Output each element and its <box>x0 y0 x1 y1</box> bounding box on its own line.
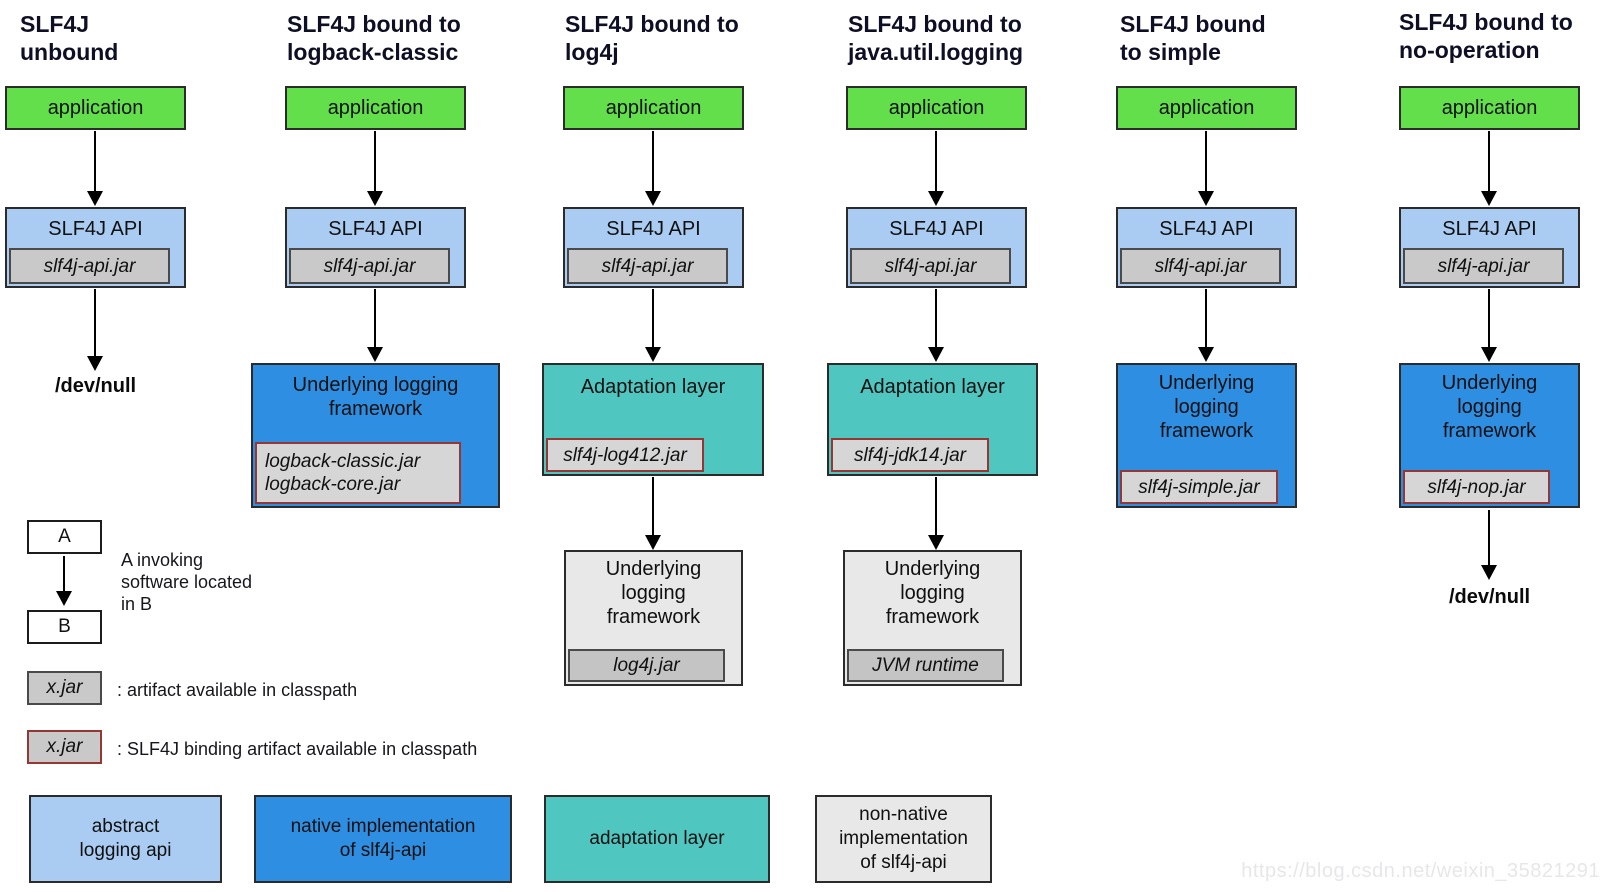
framework-label: Underlying logging framework <box>292 374 459 420</box>
underlying-framework-box: Underlying logging framework slf4j-nop.j… <box>1399 363 1580 508</box>
api-jar-tab: slf4j-api.jar <box>1120 248 1281 284</box>
slf4j-api-label: SLF4J API <box>328 218 423 240</box>
slf4j-api-label: SLF4J API <box>1159 218 1254 240</box>
application-box: application <box>1399 86 1580 130</box>
adaptation-label: Adaptation layer <box>860 376 1005 398</box>
application-box: application <box>846 86 1027 130</box>
api-jar-tab: slf4j-api.jar <box>9 248 170 284</box>
application-label: application <box>327 97 424 119</box>
slf4j-api-label: SLF4J API <box>1442 218 1537 240</box>
slf4j-api-box: SLF4J API slf4j-api.jar <box>563 207 744 288</box>
legend-artifact-caption: : artifact available in classpath <box>117 680 358 700</box>
application-box: application <box>5 86 186 130</box>
watermark-url: https://blog.csdn.net/weixin_35821291 <box>1241 860 1600 882</box>
application-label: application <box>1158 97 1255 119</box>
slf4j-api-box: SLF4J API slf4j-api.jar <box>5 207 186 288</box>
legend-adaptation-layer: adaptation layer <box>544 795 770 883</box>
underlying-framework-box: Underlying logging framework logback-cla… <box>251 363 500 508</box>
down-arrow <box>645 131 661 206</box>
slf4j-api-label: SLF4J API <box>48 218 143 240</box>
slf4j-api-box: SLF4J API slf4j-api.jar <box>846 207 1027 288</box>
application-label: application <box>47 97 144 119</box>
down-arrow <box>87 131 103 206</box>
down-arrow <box>928 477 944 550</box>
dev-null-label: /dev/null <box>54 375 137 397</box>
slf4j-api-label: SLF4J API <box>889 218 984 240</box>
down-arrow <box>56 556 72 606</box>
down-arrow <box>645 477 661 550</box>
application-box: application <box>563 86 744 130</box>
legend-nonnative-implementation: non-native implementation of slf4j-api <box>815 795 992 883</box>
down-arrow <box>645 289 661 362</box>
application-label: application <box>1441 97 1538 119</box>
slf4j-api-box: SLF4J API slf4j-api.jar <box>285 207 466 288</box>
column-title: SLF4J bound to log4j <box>565 11 739 65</box>
legend-abstract-logging-api: abstract logging api <box>29 795 222 883</box>
down-arrow <box>367 131 383 206</box>
framework-label: Underlying logging framework <box>1158 372 1255 442</box>
dev-null-label: /dev/null <box>1448 586 1531 608</box>
legend-artifact-box: x.jar <box>27 671 102 705</box>
underlying-framework-box: Underlying logging framework log4j.jar <box>564 550 743 686</box>
column-title: SLF4J unbound <box>20 11 119 65</box>
slf4j-api-box: SLF4J API slf4j-api.jar <box>1399 207 1580 288</box>
binding-jar-tab: slf4j-log412.jar <box>546 438 704 472</box>
legend-box-b: B <box>27 610 102 644</box>
api-jar-tab: slf4j-api.jar <box>1403 248 1564 284</box>
column-title: SLF4J bound to simple <box>1120 11 1266 65</box>
adaptation-label: Adaptation layer <box>580 376 726 398</box>
down-arrow <box>1198 131 1214 206</box>
legend-invoking-caption: A invoking software located in B <box>121 550 253 614</box>
underlying-framework-box: Underlying logging framework JVM runtime <box>843 550 1022 686</box>
application-box: application <box>1116 86 1297 130</box>
adaptation-layer-box: Adaptation layer slf4j-log412.jar <box>542 363 764 476</box>
adaptation-layer-box: Adaptation layer slf4j-jdk14.jar <box>827 363 1038 476</box>
column-title: SLF4J bound to no-operation <box>1399 9 1573 63</box>
column-title: SLF4J bound to logback-classic <box>287 11 461 65</box>
api-jar-tab: slf4j-api.jar <box>289 248 450 284</box>
down-arrow <box>1481 510 1497 580</box>
down-arrow <box>1198 289 1214 362</box>
artifact-jar-tab: JVM runtime <box>847 649 1004 682</box>
framework-label: Underlying logging framework <box>884 558 981 628</box>
slf4j-api-label: SLF4J API <box>606 218 701 240</box>
binding-jar-tab: slf4j-jdk14.jar <box>831 438 989 472</box>
api-jar-tab: slf4j-api.jar <box>567 248 728 284</box>
down-arrow <box>1481 289 1497 362</box>
down-arrow <box>367 289 383 362</box>
application-label: application <box>888 97 985 119</box>
binding-jar-tab: logback-classic.jar logback-core.jar <box>255 442 461 504</box>
api-jar-tab: slf4j-api.jar <box>850 248 1011 284</box>
legend-native-implementation: native implementation of slf4j-api <box>254 795 512 883</box>
down-arrow <box>928 289 944 362</box>
down-arrow <box>87 289 103 371</box>
legend-binding-artifact-box: x.jar <box>27 730 102 764</box>
slf4j-api-box: SLF4J API slf4j-api.jar <box>1116 207 1297 288</box>
framework-label: Underlying logging framework <box>605 558 702 628</box>
down-arrow <box>928 131 944 206</box>
application-box: application <box>285 86 466 130</box>
framework-label: Underlying logging framework <box>1441 372 1538 442</box>
legend-binding-artifact-caption: : SLF4J binding artifact available in cl… <box>117 739 478 759</box>
legend-box-a: A <box>27 520 102 554</box>
underlying-framework-box: Underlying logging framework slf4j-simpl… <box>1116 363 1297 508</box>
artifact-jar-tab: log4j.jar <box>568 649 725 682</box>
column-title: SLF4J bound to java.util.logging <box>848 11 1024 65</box>
application-label: application <box>605 97 702 119</box>
down-arrow <box>1481 131 1497 206</box>
binding-jar-tab: slf4j-nop.jar <box>1403 470 1550 504</box>
binding-jar-tab: slf4j-simple.jar <box>1120 470 1278 504</box>
